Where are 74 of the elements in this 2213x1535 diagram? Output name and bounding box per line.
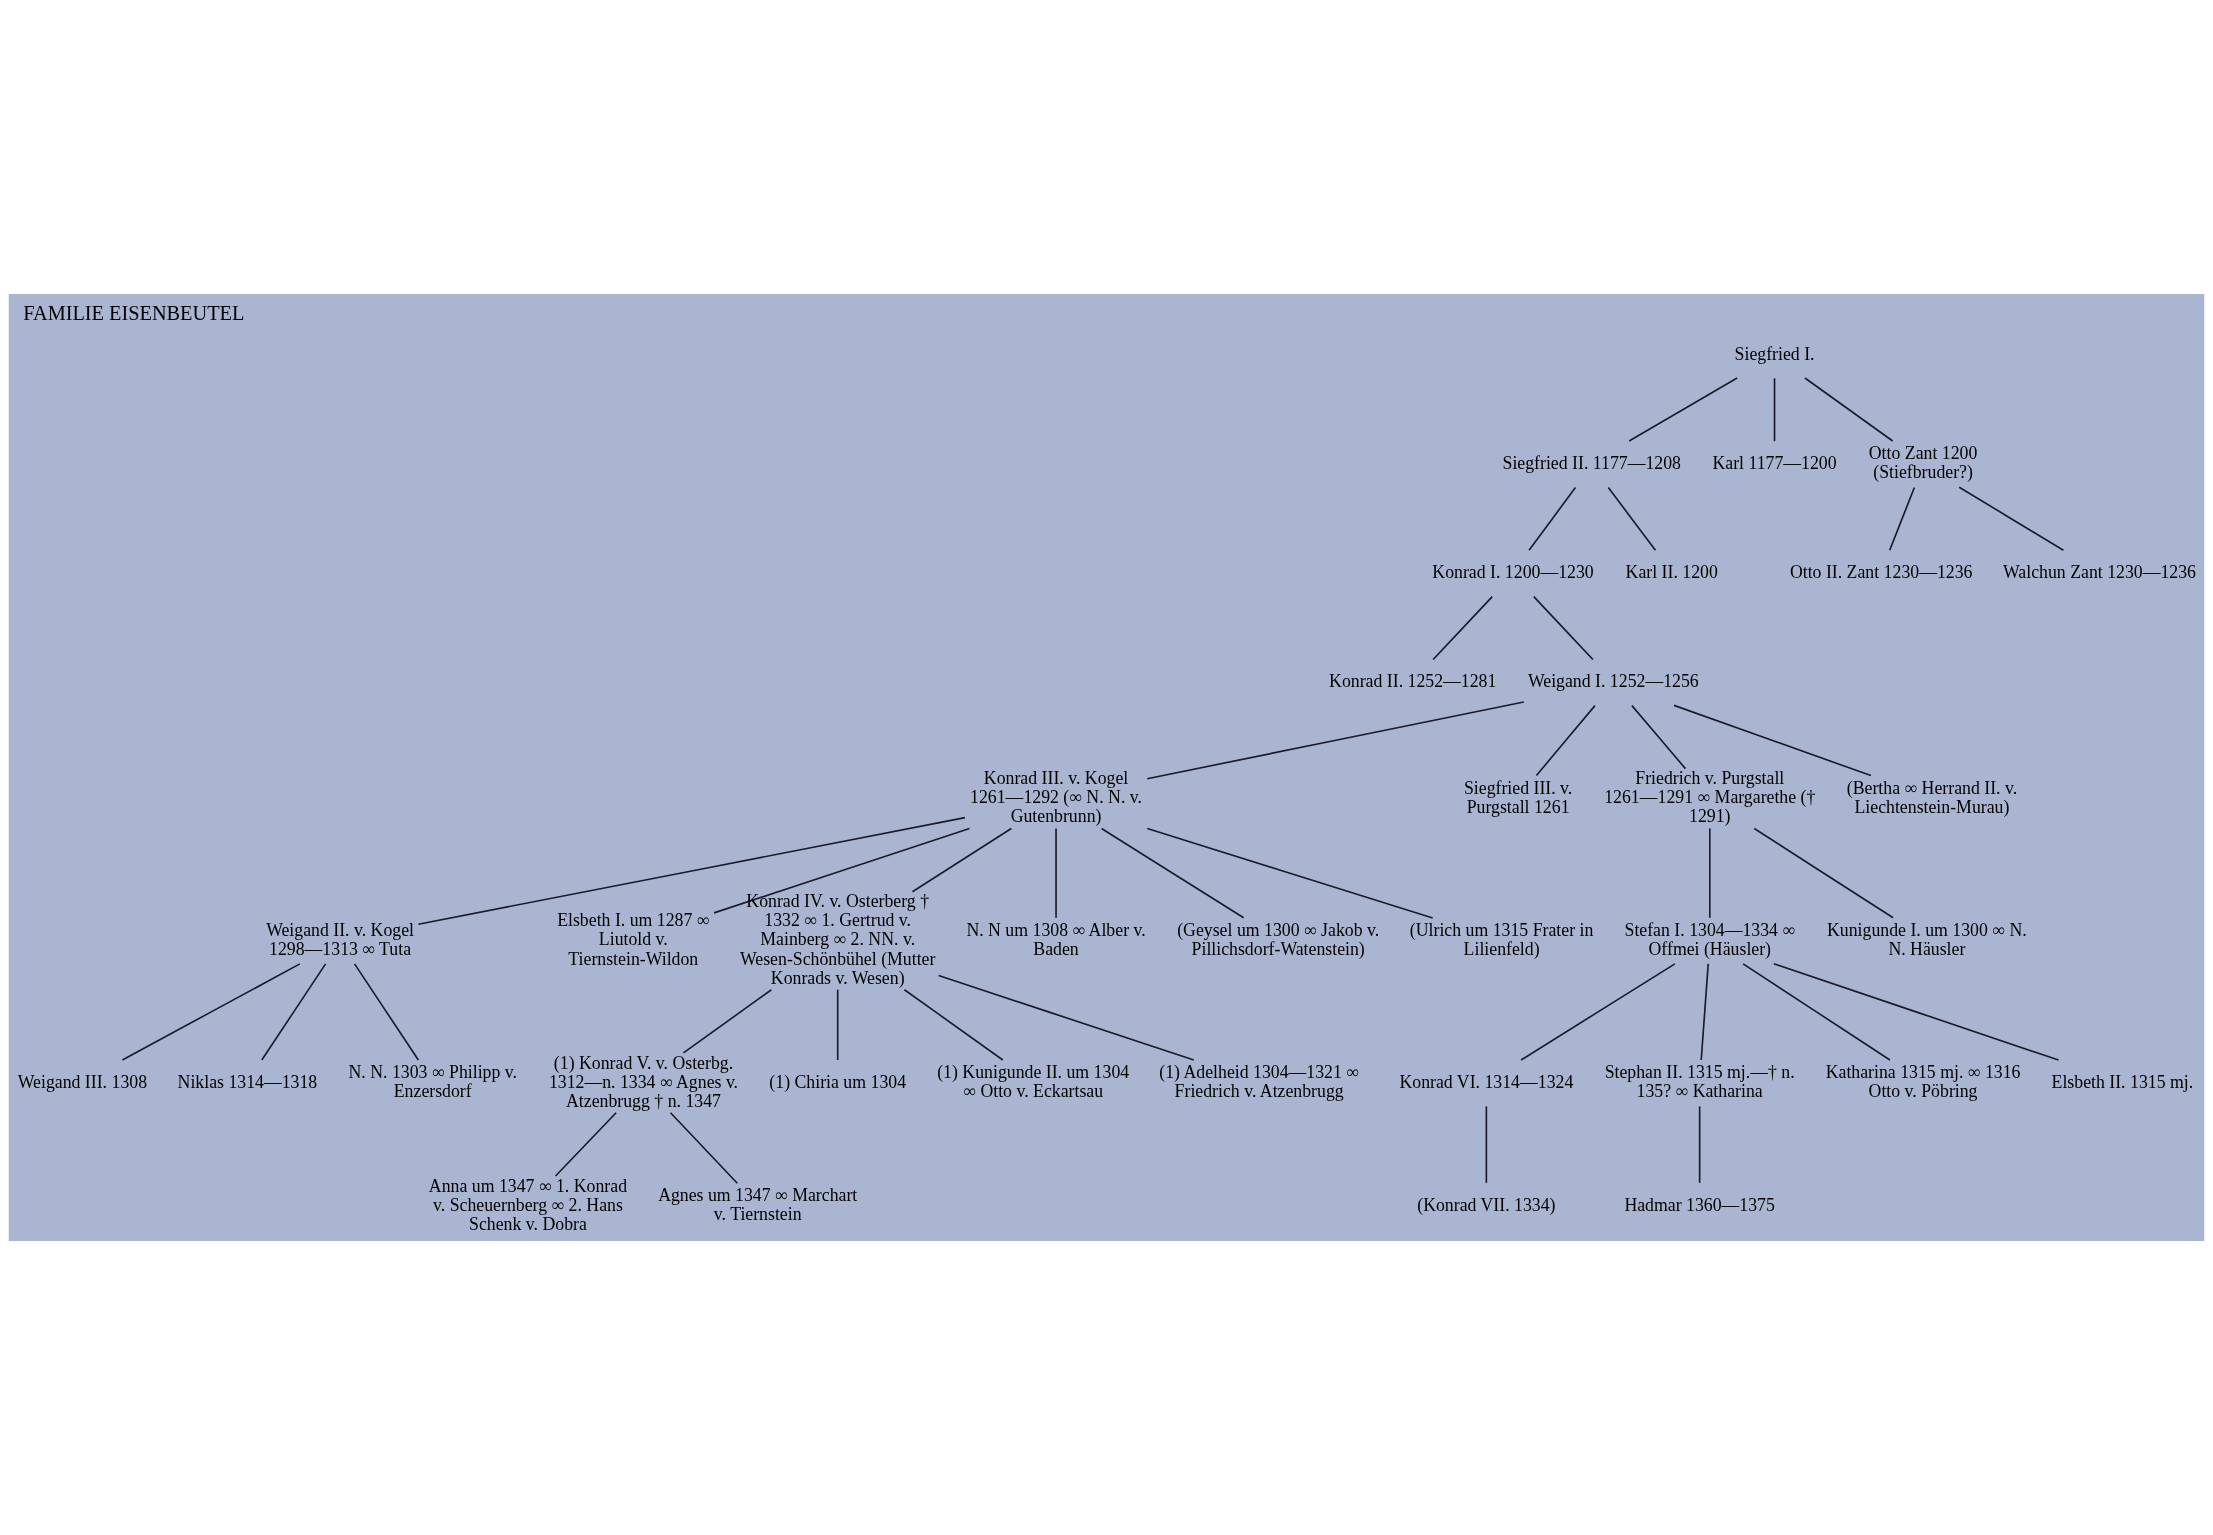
connector [121, 963, 301, 1061]
connector [1804, 377, 1894, 442]
connector [1055, 827, 1057, 919]
connector [682, 988, 773, 1054]
node-text: Konrad I. 1200—1230 [1432, 561, 1594, 582]
node-text: Weigand II. v. Kogel 1298—1313 ∞ Tuta [266, 919, 415, 959]
connector [260, 963, 327, 1061]
node-text: Konrad III. v. Kogel 1261—1292 (∞ N. N. v. Gutenbrunn) [970, 768, 1142, 827]
connector [1520, 963, 1676, 1061]
node-text: Otto Zant 1200 (Stiefbruder?) [1868, 443, 1978, 483]
connector [669, 1111, 739, 1185]
connector [1698, 1105, 1701, 1184]
connector [554, 1111, 617, 1177]
node-text: Stephan II. 1315 mj.—† n. 135? ∞ Katharina [1604, 1062, 1795, 1102]
node-text: Elsbeth I. um 1287 ∞ Liutold v. Tiernstein-Wildon [557, 910, 710, 969]
connector [1631, 704, 1687, 770]
node-text: Siegfried III. v. Purgstall 1261 [1463, 777, 1573, 817]
node-text: Elsbeth II. 1315 mj. [2051, 1071, 2194, 1092]
node-text: (1) Kunigunde II. um 1304 ∞ Otto v. Eckartsau [937, 1062, 1130, 1102]
node-text: N. N um 1308 ∞ Alber v. Baden [966, 919, 1146, 959]
connector [1772, 962, 2060, 1061]
connector [1888, 486, 1916, 552]
connector [1607, 486, 1657, 552]
node-text: Anna um 1347 ∞ 1. Konrad v. Scheuernberg ∞ 2. Hans Schenk v. Dobra [428, 1175, 628, 1234]
connector [713, 827, 971, 914]
diagram-title: FAMILIE EISENBEUTEL [23, 302, 245, 325]
node-text: Siegfried I. [1734, 343, 1815, 364]
node-text: Karl II. 1200 [1625, 561, 1718, 582]
node-text: Agnes um 1347 ∞ Marchart v. Tiernstein [658, 1185, 858, 1225]
connector [911, 827, 1013, 893]
node-text: Walchun Zant 1230—1236 [2003, 561, 2196, 582]
connector [1146, 827, 1434, 919]
node-text: Otto II. Zant 1230—1236 [1789, 561, 1973, 582]
node-text: Kunigunde I. um 1300 ∞ N. N. Häusler [1827, 919, 2027, 959]
connector [836, 988, 839, 1061]
connector [1773, 377, 1776, 442]
node-text: Karl 1177—1200 [1712, 452, 1837, 473]
connector [417, 816, 966, 926]
connector [1700, 963, 1710, 1061]
node-text: Stefan I. 1304—1334 ∞ Offmei (Häusler) [1624, 919, 1796, 959]
node-text: Friedrich v. Purgstall 1261—1291 ∞ Margarethe († 1291) [1604, 768, 1816, 827]
node-text: Hadmar 1360—1375 [1624, 1194, 1775, 1215]
node-text: Konrad IV. v. Osterberg † 1332 ∞ 1. Gertrud v. Mainberg ∞ 2. NN. v. Wesen-Schönbühel (Mutter Konrads v. Wesen) [739, 891, 936, 988]
node-text: Katharina 1315 mj. ∞ 1316 Otto v. Pöbring [1825, 1062, 2021, 1102]
connector [1432, 595, 1494, 661]
connector [1533, 595, 1594, 661]
connector [1958, 486, 2065, 552]
connector [1753, 827, 1894, 919]
node-text: (Konrad VII. 1334) [1417, 1194, 1556, 1215]
node-text: (1) Chiria um 1304 [769, 1071, 907, 1092]
connector [1146, 701, 1525, 780]
connector [353, 963, 420, 1061]
node-text: Weigand I. 1252—1256 [1527, 671, 1699, 692]
connector [1535, 704, 1596, 777]
connector [1485, 1105, 1488, 1184]
node-text: (Ulrich um 1315 Frater in Lilienfeld) [1409, 919, 1594, 959]
node-text: Konrad VI. 1314—1324 [1399, 1071, 1574, 1092]
node-text: (1) Konrad V. v. Osterbg. 1312—n. 1334 ∞ Agnes v. Atzenbrugg † n. 1347 [548, 1052, 739, 1111]
connector [1628, 377, 1738, 442]
node-text: (Bertha ∞ Herrand II. v. Liechtenstein-Murau) [1846, 777, 2018, 817]
connector [1673, 704, 1872, 777]
node-text: (Geysel um 1300 ∞ Jakob v. Pillichsdorf-Watenstein) [1177, 919, 1380, 959]
connector [1742, 963, 1891, 1061]
node-text: Konrad II. 1252—1281 [1329, 671, 1497, 692]
node-text: Niklas 1314—1318 [177, 1071, 318, 1092]
node-text: Siegfried II. 1177—1208 [1502, 452, 1681, 473]
connector [1528, 486, 1577, 552]
connector [1708, 827, 1711, 919]
node-text: (1) Adelheid 1304—1321 ∞ Friedrich v. Atzenbrugg [1159, 1062, 1359, 1102]
connector [903, 988, 1004, 1061]
connector [1100, 827, 1245, 919]
node-text: N. N. 1303 ∞ Philipp v. Enzersdorf [348, 1062, 517, 1102]
node-text: Weigand III. 1308 [17, 1071, 148, 1092]
connector [937, 974, 1195, 1061]
